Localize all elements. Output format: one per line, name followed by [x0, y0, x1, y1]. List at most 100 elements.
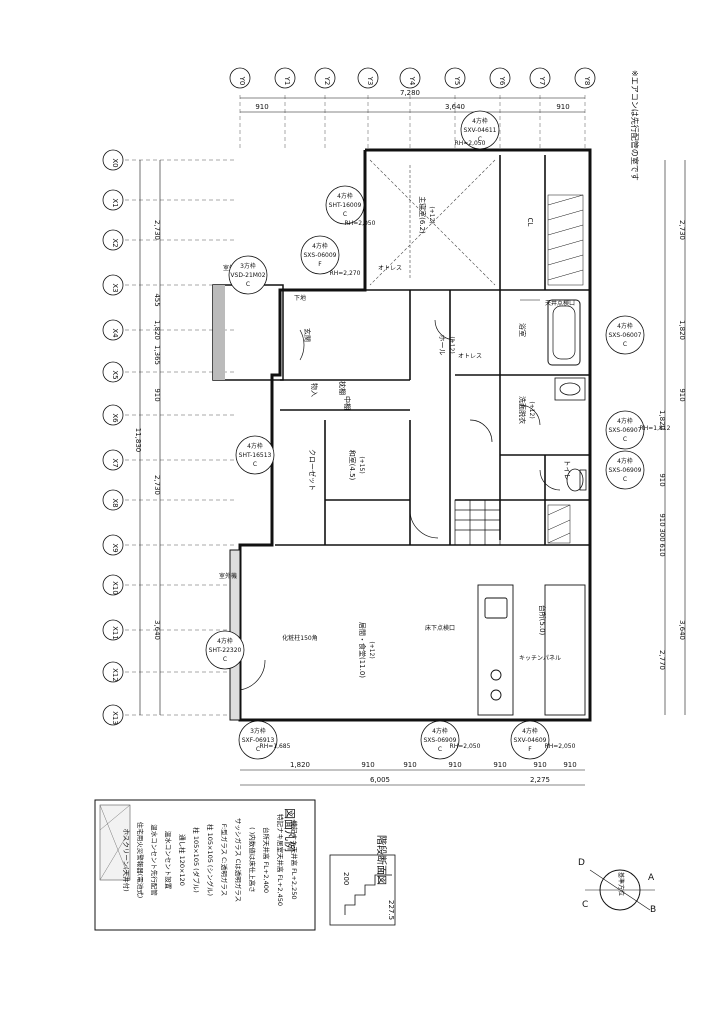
row-grid-label: X2: [111, 238, 119, 247]
section-dim-top: 227.5: [387, 900, 395, 921]
row-grid-bubble: [102, 704, 124, 726]
right-dim: 910: [658, 513, 666, 526]
window-code: SHT-22320: [209, 647, 242, 654]
row-grid-bubble: [102, 619, 124, 641]
window-glass: C: [246, 281, 250, 288]
window-tag-circle: [228, 255, 268, 295]
legend-item: 通し柱 120×120: [178, 834, 187, 886]
room-floor-level: (+15): [358, 456, 365, 473]
legend-item: 台所天井高 FL+2,400: [262, 827, 271, 893]
column-grid-bubble: [529, 67, 551, 89]
right-dim: 610: [658, 543, 666, 556]
row-grid-label: X10: [111, 581, 119, 595]
right-dim: 1,820: [658, 410, 666, 430]
window-frame-type: 3方枠: [240, 262, 256, 270]
stair-section: [329, 854, 396, 926]
legend-item: 住宅用火災警報器(電池式): [136, 822, 145, 899]
row-grid-bubble: [102, 274, 124, 296]
row-grid-label: X3: [111, 283, 119, 292]
column-grid-bubble: [229, 67, 251, 89]
window-frame-type: 4方枠: [617, 417, 633, 425]
bottom-dim: 910: [563, 761, 576, 769]
room-name: 中棚: [343, 396, 352, 410]
row-grid-bubble: [102, 319, 124, 341]
row-grid-label: X8: [111, 498, 119, 507]
plan-annotation: 化粧柱150角: [282, 634, 317, 642]
window-tag-circle: [325, 185, 365, 225]
right-dim: 300: [658, 528, 666, 541]
column-grid-label: Y7: [538, 76, 546, 86]
row-grid-bubble: [102, 361, 124, 383]
row-grid-label: X0: [111, 158, 119, 167]
window-rh: RH=2,050: [455, 140, 486, 147]
window-tag-circle: [460, 110, 500, 150]
legend-item: 特記ナキ居室天井高 FL+2,450: [276, 814, 285, 906]
column-grid-label: Y4: [408, 76, 416, 86]
window-tag-circle: [420, 720, 460, 760]
row-grid-label: X7: [111, 458, 119, 467]
bottom-dim: 910: [403, 761, 416, 769]
window-frame-type: 4方枠: [337, 192, 353, 200]
column-grid-label: Y8: [583, 76, 591, 86]
staircase: [454, 499, 501, 546]
room-floor-level: (+12): [528, 401, 535, 418]
right-dim: 1,820: [678, 320, 686, 340]
window-code: SXV-04609: [514, 737, 547, 744]
north-compass: [585, 869, 655, 911]
window-rh: RH=1,812: [640, 425, 671, 432]
window-tag-circle: [300, 235, 340, 275]
window-code: SXS-06007: [609, 332, 642, 339]
compass-center: 基準方位: [617, 872, 624, 897]
plan-annotation: 床下点検口: [425, 624, 455, 632]
right-dim: 910: [658, 473, 666, 486]
window-frame-type: 4方枠: [432, 727, 448, 735]
row-grid-label: X4: [111, 328, 119, 338]
window-frame-type: 4方枠: [617, 322, 633, 330]
row-grid-bubble: [102, 404, 124, 426]
bottom-dim-total: 6,005: [370, 776, 390, 784]
bottom-dim: 1,820: [290, 761, 310, 769]
window-frame-type: 4方枠: [522, 727, 538, 735]
window-tag-circle: [205, 630, 245, 670]
window-tag-circle: [238, 720, 278, 760]
room-name: 枕棚: [338, 381, 347, 395]
right-dim: 910: [678, 388, 686, 401]
window-frame-type: 4方枠: [312, 242, 328, 250]
kitchen-counter: [477, 584, 586, 716]
legend-title: 図面凡例: [283, 808, 296, 852]
compass-label-a: A: [648, 873, 655, 883]
section-dim-left: 200: [342, 872, 350, 886]
window-glass: C: [623, 341, 627, 348]
window-glass: C: [623, 476, 627, 483]
top-dim: 3,640: [445, 103, 465, 111]
column-grid-bubble: [274, 67, 296, 89]
row-grid-bubble: [102, 489, 124, 511]
washbasin: [554, 377, 586, 401]
row-grid-label: X5: [111, 370, 119, 379]
bottom-dim: 910: [361, 761, 374, 769]
window-frame-type: 4方枠: [617, 457, 633, 465]
bottom-dim: 910: [533, 761, 546, 769]
room-name: 和室(4.5): [348, 450, 357, 481]
legend-item: ( )内数値は床仕上高さ: [248, 827, 257, 893]
bathtub: [520, 299, 581, 366]
plan-annotation: 下地: [294, 294, 306, 302]
legend-item: 温水コンセント設置: [164, 831, 173, 890]
left-dim: 1,820: [153, 320, 161, 340]
plan-annotation: 室外機: [219, 572, 237, 580]
window-frame-type: 4方枠: [217, 637, 233, 645]
row-grid-bubble: [102, 149, 124, 171]
right-dim: 3,640: [678, 620, 686, 640]
column-grid-label: Y1: [283, 76, 291, 86]
room-name: トイレ: [563, 460, 571, 481]
right-dim: 2,770: [658, 650, 666, 670]
row-grid-bubble: [102, 574, 124, 596]
left-dim: 3,640: [153, 620, 161, 640]
window-code: SXS-06907: [609, 427, 642, 434]
top-dim: 910: [255, 103, 268, 111]
room-name: 洗面脱衣: [518, 396, 527, 424]
row-grid-bubble: [102, 534, 124, 556]
window-frame-type: 4方枠: [247, 442, 263, 450]
room-name: 台所(5.0): [538, 605, 547, 636]
